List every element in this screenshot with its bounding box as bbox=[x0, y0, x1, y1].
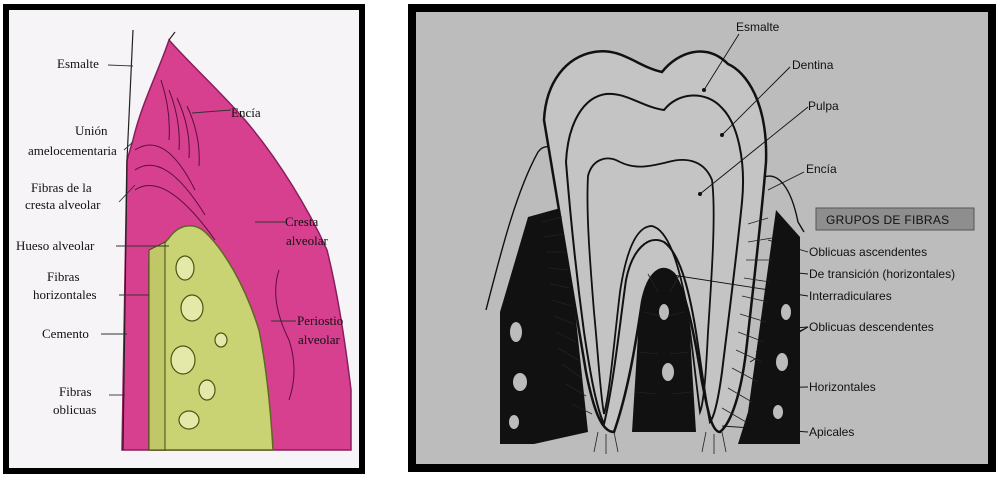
label-fibras-cresta-2: cresta alveolar bbox=[25, 197, 101, 212]
right-figure-frame: GRUPOS DE FIBRAS Esmalte Dentina Pulpa E… bbox=[408, 4, 996, 472]
label-pulpa: Pulpa bbox=[808, 99, 839, 113]
label-oblicuas-ascendentes: Oblicuas ascendentes bbox=[809, 245, 927, 259]
label-de-transicion: De transición (horizontales) bbox=[809, 267, 955, 281]
enamel-tip bbox=[169, 32, 175, 40]
label-interradiculares: Interradiculares bbox=[809, 289, 892, 303]
cementum-strip bbox=[149, 242, 165, 450]
label-fibras-h-2: horizontales bbox=[33, 287, 97, 302]
label-hueso-alveolar: Hueso alveolar bbox=[16, 238, 95, 253]
label-periostio-1: Periostio bbox=[297, 313, 343, 328]
label-fibras-o-2: oblicuas bbox=[53, 402, 96, 417]
label-fibras-h-1: Fibras bbox=[47, 269, 80, 284]
molar-fiber-groups-diagram: GRUPOS DE FIBRAS Esmalte Dentina Pulpa E… bbox=[416, 12, 988, 464]
left-figure: Esmalte Encía Unión amelocementaria Fibr… bbox=[9, 10, 359, 468]
periodontium-cross-section: Esmalte Encía Unión amelocementaria Fibr… bbox=[9, 10, 359, 468]
label-esmalte: Esmalte bbox=[57, 56, 99, 71]
label-fibras-o-1: Fibras bbox=[59, 384, 92, 399]
label-fibras-cresta-1: Fibras de la bbox=[31, 180, 92, 195]
label-horizontales: Horizontales bbox=[809, 380, 876, 394]
left-figure-frame: Esmalte Encía Unión amelocementaria Fibr… bbox=[3, 4, 365, 474]
label-union-1: Unión bbox=[75, 123, 108, 138]
label-esmalte-right: Esmalte bbox=[736, 20, 780, 34]
label-encia: Encía bbox=[231, 105, 261, 120]
label-oblicuas-descendentes: Oblicuas descendentes bbox=[809, 320, 934, 334]
apical-fibers bbox=[594, 432, 726, 454]
fiber-groups-header: GRUPOS DE FIBRAS bbox=[826, 213, 950, 227]
label-cemento: Cemento bbox=[42, 326, 89, 341]
label-encia-right: Encía bbox=[806, 162, 837, 176]
right-figure: GRUPOS DE FIBRAS Esmalte Dentina Pulpa E… bbox=[416, 12, 988, 464]
label-apicales: Apicales bbox=[809, 425, 854, 439]
label-cresta-2: alveolar bbox=[286, 233, 329, 248]
label-cresta-1: Cresta bbox=[285, 214, 318, 229]
label-dentina: Dentina bbox=[792, 58, 834, 72]
label-union-2: amelocementaria bbox=[28, 143, 117, 158]
label-periostio-2: alveolar bbox=[298, 332, 341, 347]
